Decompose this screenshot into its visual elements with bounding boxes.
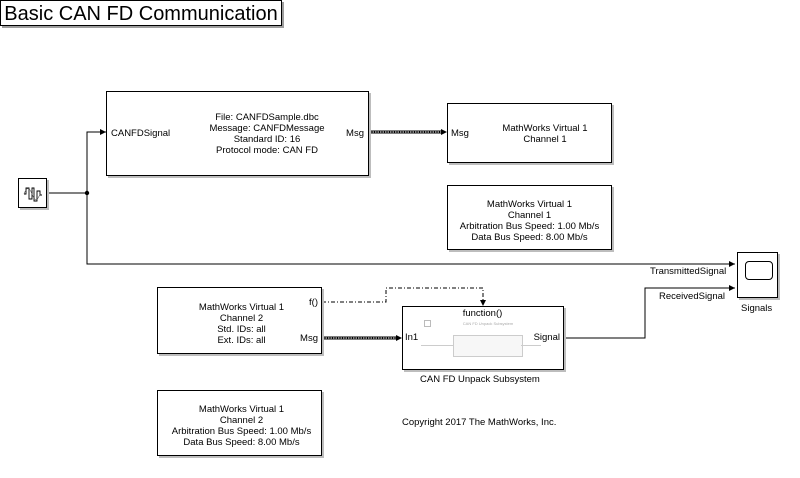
- can-fd-config-ch1-block[interactable]: MathWorks Virtual 1 Channel 1 Arbitratio…: [447, 185, 612, 250]
- receive-std-ids-label: Std. IDs: all: [217, 324, 266, 335]
- can-fd-receive-block[interactable]: f() Msg MathWorks Virtual 1 Channel 2 St…: [157, 287, 322, 354]
- scope-block[interactable]: [737, 252, 778, 298]
- config-ch2-device-label: MathWorks Virtual 1: [198, 404, 285, 415]
- pack-input-port: CANFDSignal: [111, 128, 171, 139]
- can-fd-unpack-subsystem[interactable]: function() In1 Signal CAN FD Unpack Subs…: [402, 306, 564, 370]
- scope-name: Signals: [741, 303, 773, 314]
- subsystem-input-port: In1: [405, 332, 419, 343]
- received-signal-label: ReceivedSignal: [659, 291, 726, 302]
- config-ch1-channel-label: Channel 1: [507, 210, 552, 221]
- inner-trigger-icon: [424, 320, 431, 327]
- waveform-icon: [23, 187, 42, 202]
- config-ch2-data-speed-label: Data Bus Speed: 8.00 Mb/s: [183, 437, 300, 448]
- config-ch1-arbitration-label: Arbitration Bus Speed: 1.00 Mb/s: [459, 221, 600, 232]
- config-ch2-info: MathWorks Virtual 1 Channel 2 Arbitratio…: [158, 404, 325, 448]
- transmit-device-label: MathWorks Virtual 1: [502, 123, 588, 134]
- receive-fcall-port: f(): [309, 297, 318, 308]
- can-fd-transmit-block[interactable]: Msg MathWorks Virtual 1 Channel 1: [447, 103, 612, 163]
- config-ch2-arbitration-label: Arbitration Bus Speed: 1.00 Mb/s: [171, 426, 312, 437]
- transmit-input-port: Msg: [451, 128, 469, 139]
- transmitted-signal-label: TransmittedSignal: [650, 266, 727, 277]
- can-fd-pack-block[interactable]: CANFDSignal Msg File: CANFDSample.dbc Me…: [106, 91, 369, 176]
- pack-block-info: File: CANFDSample.dbc Message: CANFDMess…: [167, 112, 367, 156]
- subsystem-trigger-label: function(): [462, 308, 503, 319]
- transmit-block-info: MathWorks Virtual 1 Channel 1: [478, 123, 612, 145]
- config-ch1-device-label: MathWorks Virtual 1: [486, 199, 573, 210]
- receive-msg-port: Msg: [300, 333, 318, 344]
- inner-block-preview: [453, 335, 523, 357]
- inner-line-right: [521, 345, 541, 346]
- config-ch2-channel-label: Channel 2: [219, 415, 264, 426]
- inner-caption: CAN FD Unpack Subsystem: [462, 321, 514, 326]
- pack-message-label: Message: CANFDMessage: [209, 123, 325, 134]
- can-fd-config-ch2-block[interactable]: MathWorks Virtual 1 Channel 2 Arbitratio…: [157, 390, 322, 456]
- signal-source-block[interactable]: [18, 178, 47, 208]
- receive-device-label: MathWorks Virtual 1: [198, 302, 285, 313]
- model-title: Basic CAN FD Communication: [0, 0, 282, 26]
- receive-ext-ids-label: Ext. IDs: all: [217, 335, 266, 346]
- subsystem-name: CAN FD Unpack Subsystem: [420, 374, 540, 385]
- pack-file-label: File: CANFDSample.dbc: [215, 112, 319, 123]
- receive-channel-label: Channel 2: [219, 313, 264, 324]
- receive-block-info: MathWorks Virtual 1 Channel 2 Std. IDs: …: [158, 302, 325, 346]
- config-ch1-info: MathWorks Virtual 1 Channel 1 Arbitratio…: [448, 199, 611, 243]
- scope-screen-icon: [745, 261, 773, 280]
- pack-protocol-label: Protocol mode: CAN FD: [216, 145, 318, 156]
- copyright-text: Copyright 2017 The MathWorks, Inc.: [402, 417, 557, 428]
- config-ch1-data-speed-label: Data Bus Speed: 8.00 Mb/s: [471, 232, 588, 243]
- inner-line-left: [421, 345, 453, 346]
- transmit-channel-label: Channel 1: [523, 134, 567, 145]
- pack-id-label: Standard ID: 16: [233, 134, 301, 145]
- pack-output-port: Msg: [346, 128, 364, 139]
- subsystem-output-port: Signal: [533, 332, 560, 343]
